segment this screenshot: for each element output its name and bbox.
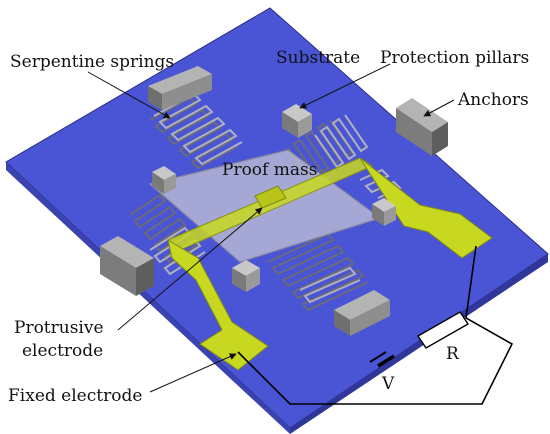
label-anchors: Anchors <box>458 90 529 110</box>
label-substrate: Substrate <box>276 48 361 68</box>
battery-symbol <box>369 351 395 368</box>
anchor-block-right <box>396 98 448 156</box>
label-protrusive-line2: electrode <box>22 341 104 361</box>
label-protection-pillars: Protection pillars <box>380 48 530 68</box>
spring-bottom-right <box>267 232 369 312</box>
label-protrusive-line1: Protrusive <box>14 318 104 338</box>
anchor-block-top-left <box>148 66 212 110</box>
label-resistor: R <box>446 344 459 364</box>
pillar-right <box>372 198 396 226</box>
label-proof-mass: Proof mass <box>222 160 318 180</box>
anchor-block-left <box>100 236 154 296</box>
leader-arrows <box>87 63 455 393</box>
left-fixed-electrode <box>167 238 269 371</box>
pillar-left <box>152 166 176 194</box>
pillar-bottom <box>232 260 260 292</box>
anchor-block-bottom <box>334 290 390 336</box>
label-serpentine-springs: Serpentine springs <box>10 52 175 72</box>
right-fixed-electrode <box>359 157 493 259</box>
resistor-symbol <box>417 311 469 349</box>
circuit-wires <box>237 245 514 405</box>
label-fixed-electrode: Fixed electrode <box>8 386 143 406</box>
pillar-top <box>282 104 312 138</box>
label-voltage: V <box>382 374 395 394</box>
spring-top-right <box>287 114 402 199</box>
